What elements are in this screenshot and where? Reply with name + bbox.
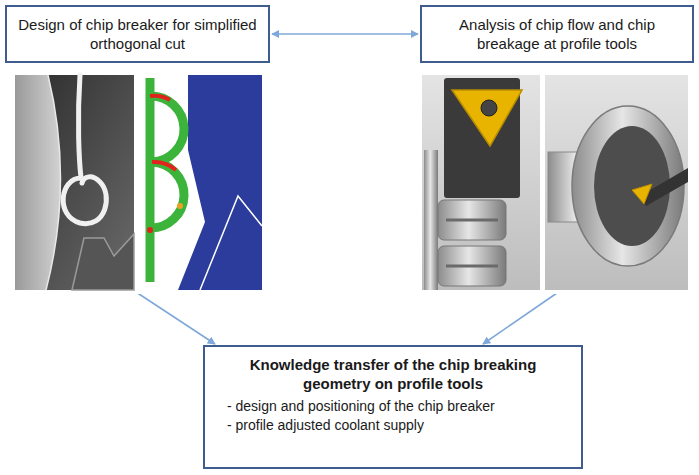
chip-photo <box>15 75 134 290</box>
flow-arrow <box>272 33 418 35</box>
photo-ground <box>8 61 692 294</box>
list-item: - design and positioning of the chip bre… <box>215 397 571 416</box>
process-box: Analysis of chip flow and chip breakage … <box>420 5 694 63</box>
fem-simulation <box>138 75 262 290</box>
list-item: - profile adjusted coolant supply <box>215 416 571 435</box>
summary-box: Knowledge transfer of the chip breaking … <box>203 345 583 469</box>
ring-tool-photo <box>545 75 688 290</box>
box-heading: Knowledge transfer of the chip breaking … <box>215 355 571 393</box>
process-box: Design of chip breaker for simplified or… <box>5 5 270 63</box>
box-heading: Analysis of chip flow and chip breakage … <box>432 15 682 53</box>
box-heading: Design of chip breaker for simplified or… <box>17 15 258 53</box>
profile-tool-photo <box>422 75 540 290</box>
